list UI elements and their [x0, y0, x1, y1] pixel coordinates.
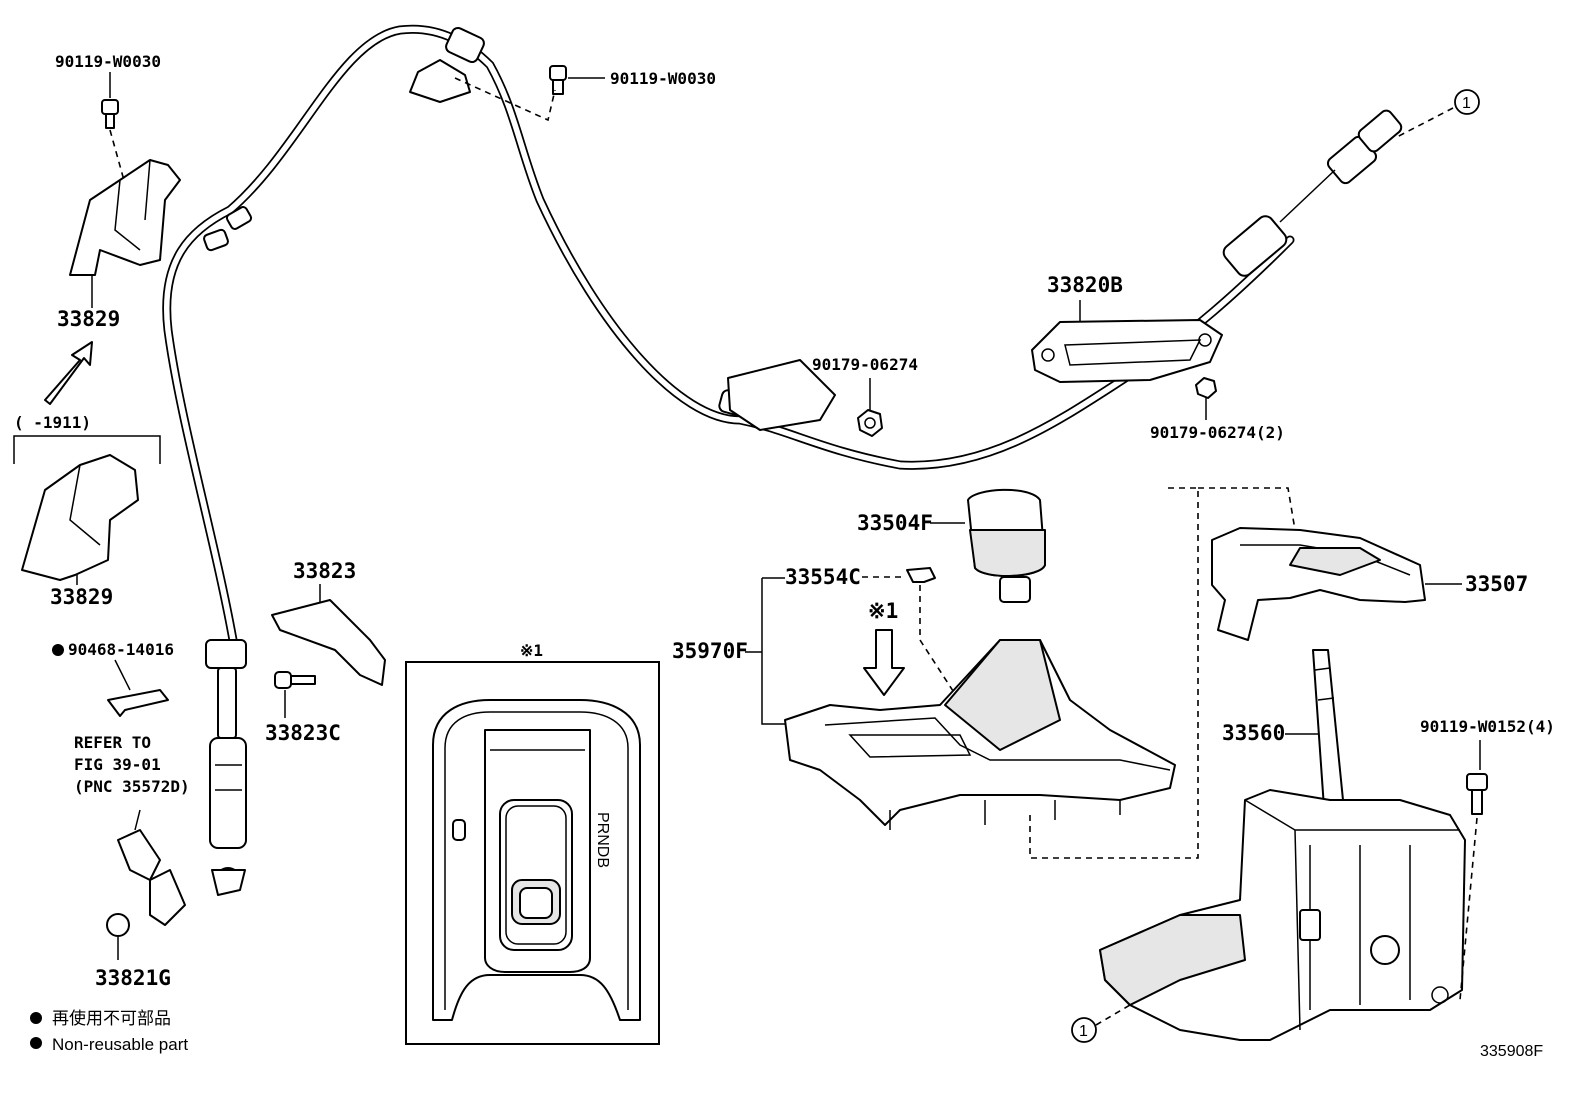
circle-marker-bottom	[1071, 1017, 1097, 1043]
link-part	[117, 829, 186, 926]
label-nut-cable-2: 90179-06274(2)	[1150, 423, 1285, 442]
nut-2-icon	[1195, 377, 1217, 399]
legend-dot-jp-icon	[30, 1012, 42, 1024]
clip-pin-icon	[107, 689, 169, 717]
label-range-note: ( -1911)	[14, 413, 91, 432]
circle-marker-top	[1454, 89, 1480, 115]
plate-bolt-icon	[274, 671, 316, 689]
label-plate-bolt: 33823C	[265, 721, 341, 745]
nut-icon	[857, 409, 883, 437]
cable-plate-33820B	[1031, 319, 1223, 383]
cover-33507	[1211, 527, 1426, 641]
legend-jp: 再使用不可部品	[52, 1008, 171, 1028]
refer-line-3: (PNC 35572D)	[74, 777, 190, 796]
label-bracket-lower: 33829	[50, 585, 113, 609]
label-nut-cable: 90179-06274	[812, 355, 918, 374]
label-knob: 33504F	[857, 511, 933, 535]
legend-en: Non-reusable part	[52, 1035, 188, 1054]
legend-dot-en-icon	[30, 1037, 42, 1049]
label-cable-assy: 33820B	[1047, 273, 1123, 297]
label-cover: 33507	[1465, 572, 1528, 596]
label-clip: 33554C	[785, 565, 861, 589]
shift-knob-33504F	[967, 488, 1046, 603]
label-bracket-upper: 33829	[57, 307, 120, 331]
label-lever: 33560	[1222, 721, 1285, 745]
circle-marker-top-text: 1	[1462, 95, 1471, 112]
arrow-up-icon	[44, 341, 93, 405]
label-bolt-top-mid: 90119-W0030	[610, 69, 716, 88]
label-detail-box-mark: ※1	[520, 641, 543, 660]
clip-icon	[906, 567, 936, 583]
arrow-down-icon	[863, 629, 905, 696]
label-bolt-top-left: 90119-W0030	[55, 52, 161, 71]
bushing-icon	[106, 913, 130, 937]
bolt-icon	[101, 99, 119, 129]
label-housing: 35970F	[672, 639, 748, 663]
detail-box: PRNDB	[405, 661, 660, 1045]
refer-line-1: REFER TO	[74, 733, 151, 752]
refer-line-2: FIG 39-01	[74, 755, 161, 774]
bracket-33829-lower	[21, 454, 139, 581]
label-nonreusable-pin: 90468-14016	[68, 640, 174, 659]
label-shift-bolt: 90119-W0152(4)	[1420, 717, 1555, 736]
circle-marker-bottom-text: 1	[1079, 1023, 1088, 1040]
console-housing-35970F	[784, 639, 1176, 830]
shift-cable	[162, 24, 1403, 896]
label-detail-mark: ※1	[868, 599, 898, 623]
plate-33823	[271, 599, 386, 686]
label-bushing: 33821G	[95, 966, 171, 990]
bolt-mid-icon	[549, 65, 567, 95]
bracket-33829-upper	[69, 159, 181, 276]
figure-id: 335908F	[1480, 1043, 1543, 1060]
label-plate: 33823	[293, 559, 356, 583]
shift-lever-33560	[1099, 649, 1466, 1041]
nonreusable-dot-icon	[52, 644, 64, 656]
indicator-letters: PRNDB	[594, 812, 611, 868]
shift-bolt-icon	[1466, 773, 1488, 815]
